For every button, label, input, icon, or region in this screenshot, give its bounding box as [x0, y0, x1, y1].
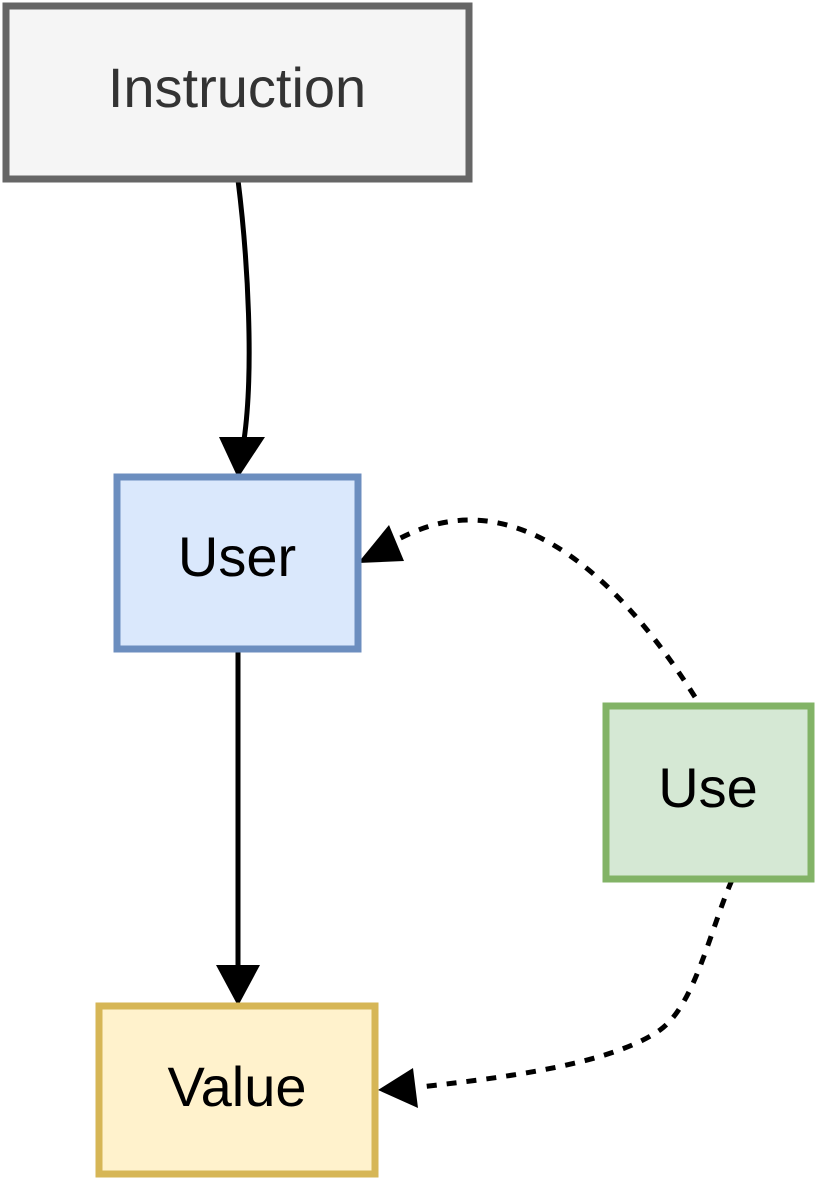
node-value-label: Value — [167, 1055, 306, 1118]
node-use-box — [602, 702, 815, 883]
node-user[interactable]: User — [113, 473, 362, 653]
node-user-label: User — [178, 525, 296, 588]
arrowhead-use-to-value — [378, 1068, 418, 1108]
node-use-label: Use — [658, 756, 758, 819]
edge-use-to-value — [419, 878, 735, 1090]
arrowhead-use-to-user — [358, 525, 404, 563]
edge-instruction-to-user — [235, 179, 252, 441]
node-user-box — [113, 473, 362, 653]
arrowhead-instruction-to-user — [219, 437, 265, 478]
node-instruction[interactable]: Instruction — [2, 2, 473, 183]
arrowhead-user-to-value — [216, 965, 260, 1006]
node-value-box — [95, 1002, 379, 1178]
node-use[interactable]: Use — [602, 702, 815, 883]
node-instruction-box — [2, 2, 473, 183]
node-instruction-label: Instruction — [108, 56, 366, 119]
node-value[interactable]: Value — [95, 1002, 379, 1178]
edges — [216, 179, 735, 1108]
edge-use-to-user — [391, 517, 698, 699]
